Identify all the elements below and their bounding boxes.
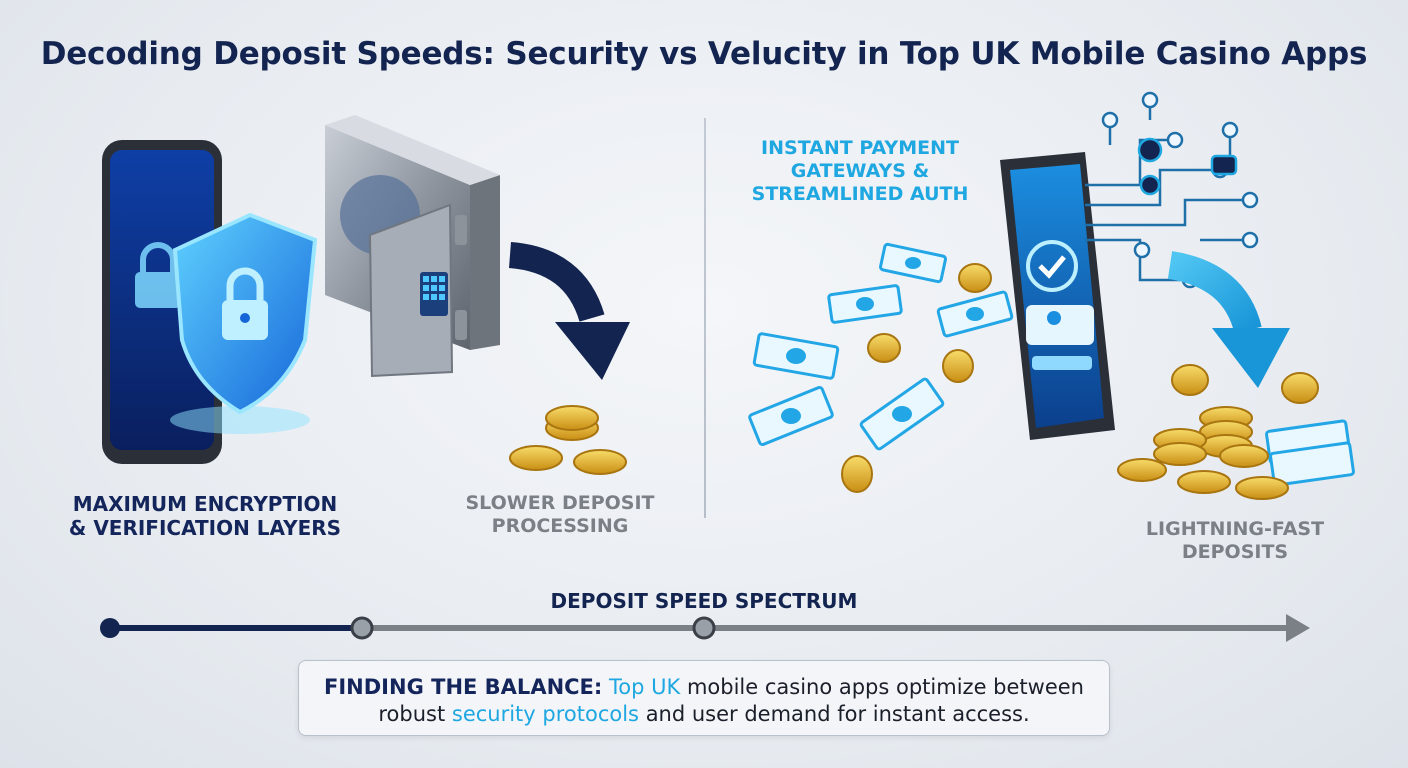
fast-label-line2: DEPOSITS (1181, 541, 1289, 564)
balance-accent-top-uk: Top UK (608, 675, 681, 699)
section-divider (704, 118, 706, 518)
balance-text1: mobile casino apps optimize between (686, 675, 1084, 699)
spectrum-start-point (100, 618, 120, 638)
balance-line2: robust security protocols and user deman… (299, 701, 1109, 728)
flying-money-icon (748, 242, 1014, 493)
encryption-label: MAXIMUM ENCRYPTION & VERIFICATION LAYERS (60, 492, 350, 541)
balance-text3: and user demand for instant access. (645, 702, 1030, 727)
fast-phone-icon (1000, 152, 1115, 440)
coins-and-bills-icon (1117, 364, 1355, 500)
fast-deposit-label: LIGHTNING-FAST DEPOSITS (1120, 518, 1350, 564)
spectrum-mid-point-2 (692, 616, 716, 640)
fast-arrow-icon (1167, 251, 1290, 388)
slow-label-line2: PROCESSING (491, 515, 629, 538)
encryption-label-line2: & VERIFICATION LAYERS (68, 516, 342, 541)
instant-label-line3: STREAMLINED AUTH (751, 183, 969, 206)
coin-stack-icon (509, 405, 627, 475)
balance-accent-security: security protocols (451, 702, 639, 727)
fast-label-line1: LIGHTNING-FAST (1145, 518, 1325, 540)
balance-line1: FINDING THE BALANCE: Top UK mobile casin… (299, 674, 1109, 701)
encryption-label-line1: MAXIMUM ENCRYPTION (72, 492, 338, 516)
vault-icon (325, 115, 500, 378)
balance-text2: robust (378, 702, 446, 727)
instant-label-line2: GATEWAYS & (790, 160, 930, 183)
slow-arrow-icon (508, 242, 630, 380)
instant-label-line1: INSTANT PAYMENT (761, 137, 959, 159)
spectrum-title: DEPOSIT SPEED SPECTRUM (550, 589, 858, 613)
page-title: Decoding Deposit Speeds: Security vs Vel… (40, 36, 1368, 72)
slow-deposit-label: SLOWER DEPOSIT PROCESSING (450, 492, 670, 538)
secure-phone-icon (102, 140, 222, 464)
circuit-network-icon (1085, 91, 1259, 289)
balance-callout: FINDING THE BALANCE: Top UK mobile casin… (298, 660, 1110, 736)
instant-gateway-label: INSTANT PAYMENT GATEWAYS & STREAMLINED A… (740, 137, 980, 207)
shield-lock-icon (170, 212, 318, 434)
balance-lead: FINDING THE BALANCE: (324, 675, 603, 699)
spectrum-mid-point-1 (350, 616, 374, 640)
speed-spectrum-line (100, 614, 1310, 642)
slow-label-line1: SLOWER DEPOSIT (465, 492, 655, 514)
